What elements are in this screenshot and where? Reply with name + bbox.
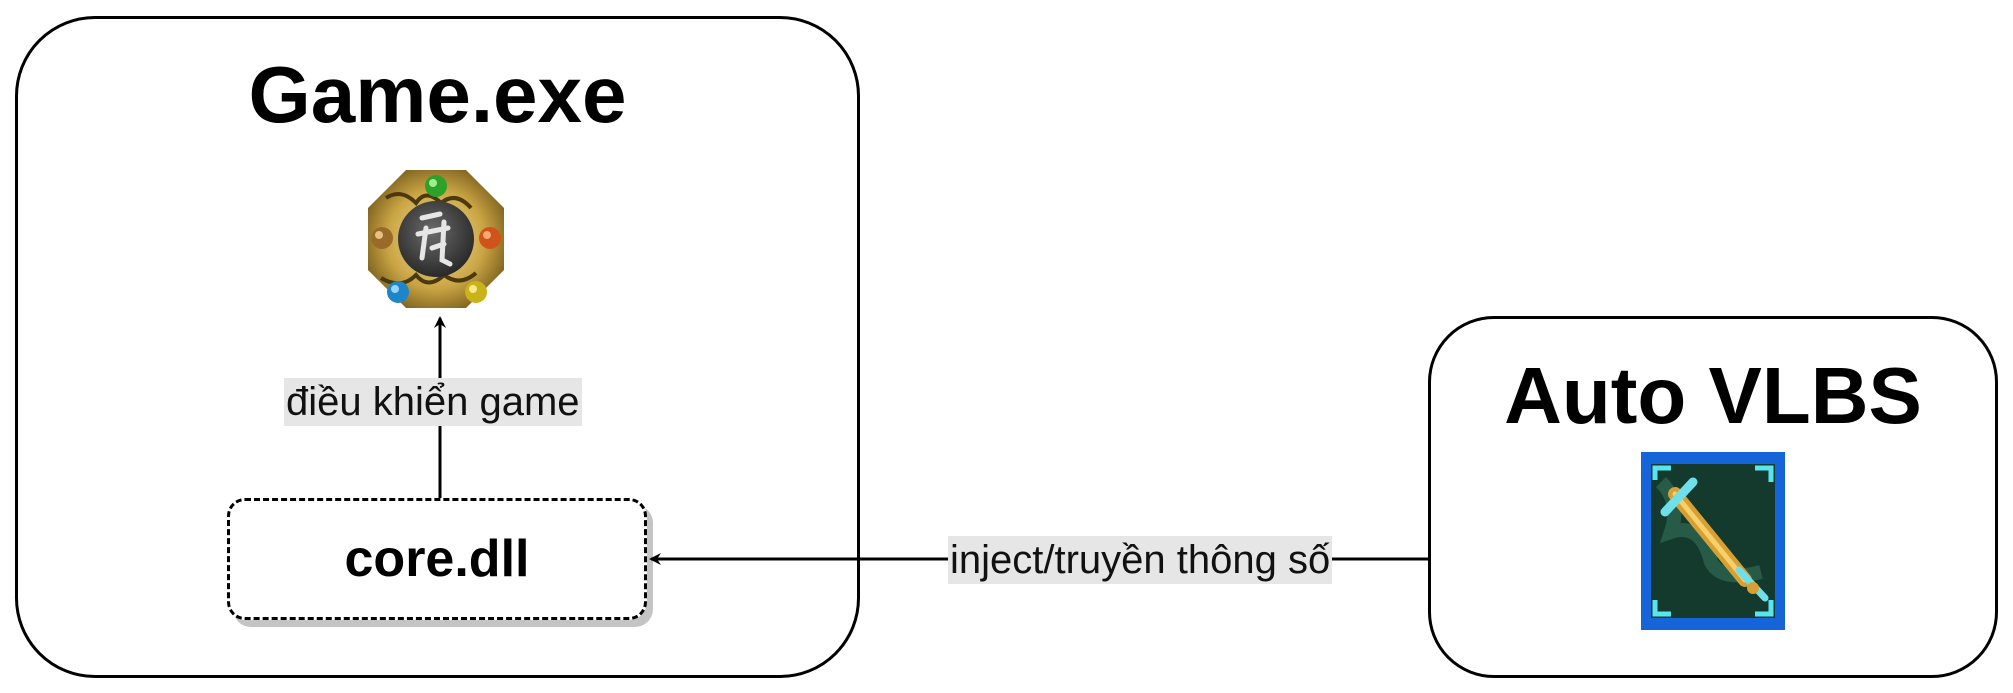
control-edge-label: điều khiển game	[284, 378, 582, 426]
game-exe-title: Game.exe	[248, 50, 627, 139]
sword-icon	[1641, 452, 1785, 630]
inject-edge-label: inject/truyền thông số	[948, 536, 1333, 584]
core-dll-label: core.dll	[344, 530, 530, 588]
game-emblem-icon	[368, 170, 504, 308]
auto-vlbs-title: Auto VLBS	[1504, 351, 1922, 440]
core-dll-node: core.dll	[227, 498, 647, 620]
